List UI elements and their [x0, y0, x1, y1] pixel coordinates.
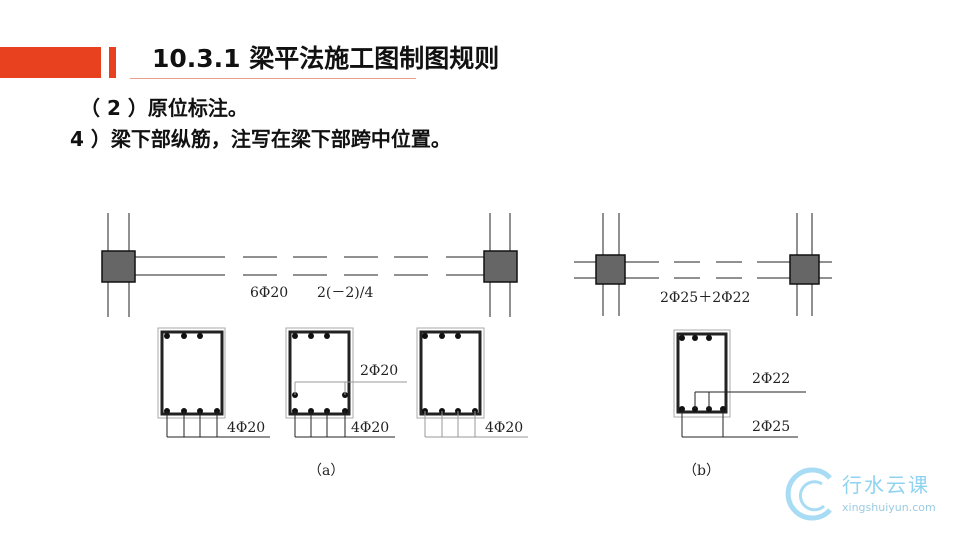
watermark-name: 行水云课: [842, 473, 930, 497]
section-1: 4Φ20: [157, 327, 270, 438]
watermark-logo-icon: [785, 467, 832, 521]
watermark-url: xingshuiyun.com: [842, 501, 936, 514]
body-line-1: （ 2 ）原位标注。: [80, 96, 248, 120]
figure-b: 2Φ25＋2Φ22 2Φ22 2Φ25 （b）: [574, 213, 832, 479]
section-b-top-label: 2Φ22: [752, 371, 790, 387]
section-b-bottom-label: 2Φ25: [752, 419, 790, 435]
body-line-2: 4 ）梁下部纵筋，注写在梁下部跨中位置。: [70, 127, 451, 151]
beam-b-label: 2Φ25＋2Φ22: [660, 290, 750, 306]
section-2-label: 4Φ20: [351, 420, 389, 436]
section-2: 2Φ20 4Φ20: [285, 327, 407, 438]
title-underline: [130, 78, 416, 79]
column-left: [101, 250, 136, 283]
column-b-right: [789, 254, 820, 285]
figure-a: 6Φ20 2(－2)/4 4Φ20 2Φ20 4Φ20 4Φ20 （a）: [101, 213, 528, 479]
section-2-middle-label: 2Φ20: [360, 363, 398, 379]
caption-a: （a）: [308, 463, 344, 479]
column-b-left: [595, 254, 626, 285]
section-3-label: 4Φ20: [485, 420, 523, 436]
beam-label-1: 6Φ20: [250, 285, 288, 301]
column-right: [483, 250, 518, 283]
beam-label-2: 2(－2)/4: [317, 285, 373, 301]
header-accent-bar: [0, 47, 101, 78]
header-accent-bar-small: [109, 47, 116, 78]
section-3: 4Φ20: [416, 327, 528, 438]
slide-title: 10.3.1 梁平法施工图制图规则: [152, 44, 500, 73]
section-1-label: 4Φ20: [227, 420, 265, 436]
caption-b: （b）: [683, 463, 720, 479]
